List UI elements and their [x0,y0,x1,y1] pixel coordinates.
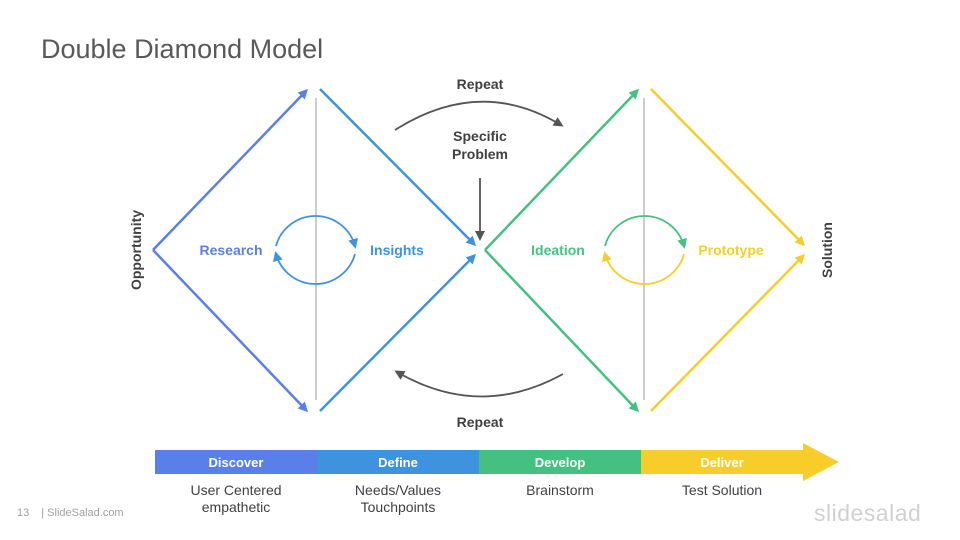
prototype-label: Prototype [698,242,764,258]
define-edge-down [319,88,477,247]
repeat-bottom-label: Repeat [457,414,504,430]
phase-define-bar [317,450,479,474]
phase-deliver-description: Test Solution [681,482,763,498]
footer: 13 | SlideSalad.com [17,507,124,519]
cycle-arrow-top-icon [275,215,358,249]
phase-develop-bar [479,450,641,474]
slidesalad-logo: slidesalad [814,500,922,526]
discover-edge-up [152,88,309,251]
phase-discover-description: User Centered empathetic [190,482,282,515]
cycle-arrow-bottom-icon [273,251,356,285]
phase-deliver-label: Deliver [700,455,743,470]
page-title: Double Diamond Model [41,34,324,64]
discover-edge-down [152,249,309,413]
deliver-edge-down [650,88,806,247]
phase-bar: Discover Define Develop Deliver [155,443,839,481]
phase-deliver-arrow [641,443,839,481]
cycle-arrow-green-icon [604,215,687,249]
research-label: Research [199,242,262,258]
cycle-research-insights [273,215,358,285]
footer-site: | SlideSalad.com [41,507,124,519]
cycle-arrow-yellow-icon [602,251,685,285]
phase-define-label: Define [378,455,418,470]
opportunity-label: Opportunity [128,210,144,290]
phase-define-description: Needs/Values Touchpoints [354,482,442,515]
define-edge-up [319,253,477,412]
insights-label: Insights [370,242,424,258]
page-number: 13 [17,507,30,519]
diamond-discover-define [152,88,477,413]
develop-edge-up [484,88,640,251]
specific-problem-label-1: Specific [453,128,507,144]
specific-problem-label-2: Problem [452,146,508,162]
repeat-top-label: Repeat [457,76,504,92]
solution-label: Solution [819,222,835,278]
cycle-ideation-prototype [602,215,687,285]
diamond-develop-deliver [484,88,806,413]
phase-develop-label: Develop [535,455,586,470]
repeat-arc-bottom-icon [394,370,564,398]
repeat-arc-top-icon [394,100,564,131]
ideation-label: Ideation [531,242,585,258]
develop-edge-down [484,249,640,413]
phase-discover-label: Discover [209,455,264,470]
deliver-edge-up [650,253,806,412]
phase-develop-description: Brainstorm [526,482,594,498]
phase-discover-bar [155,450,317,474]
